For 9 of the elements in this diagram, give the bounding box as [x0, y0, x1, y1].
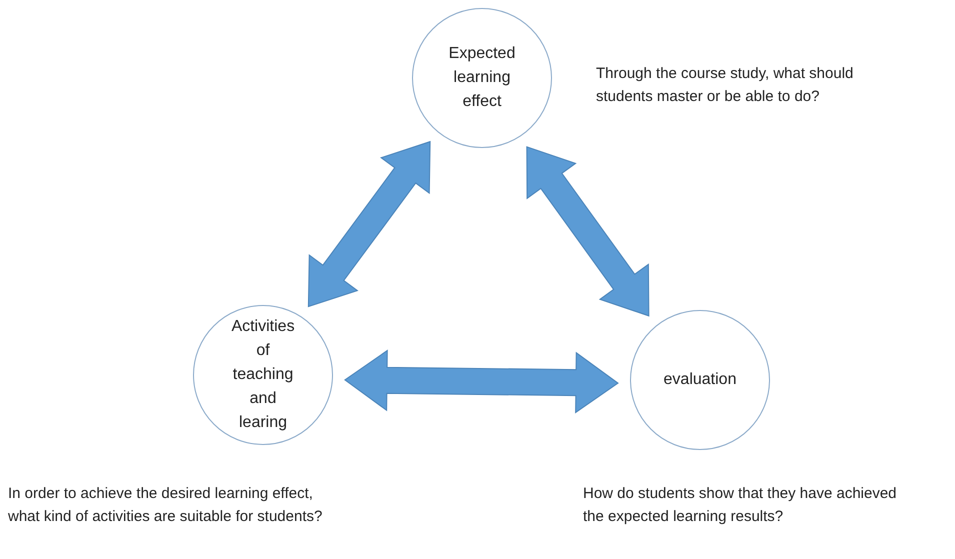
note-text: In order to achieve the desired learning effect, what kind of activities are suitable for students?	[8, 484, 324, 527]
node-label: Activities of teaching and learing	[230, 317, 296, 433]
note-text: Through the course study, what should students master or be able to do?	[596, 64, 854, 107]
node-label: Expected learning effect	[448, 44, 516, 112]
node-label: evaluation	[664, 370, 736, 390]
double-arrow	[308, 140, 431, 308]
note-text: How do students show that they have achieved the expected learning results?	[583, 484, 898, 527]
double-arrow	[344, 350, 619, 414]
double-arrow	[526, 146, 650, 317]
